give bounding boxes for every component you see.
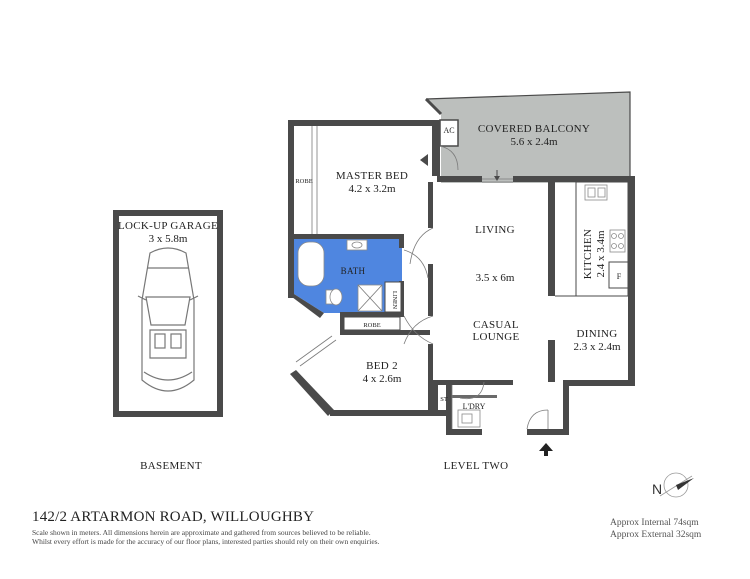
- master-robe: [311, 126, 318, 234]
- living-name: LIVING: [475, 224, 515, 236]
- bed2-size: 4 x 2.6m: [363, 373, 402, 385]
- car-icon: [137, 247, 199, 392]
- balcony-name: COVERED BALCONY: [478, 123, 590, 135]
- property-address: 142/2 ARTARMON ROAD, WILLOUGHBY: [32, 509, 315, 525]
- master-bed-size: 4.2 x 3.2m: [348, 183, 396, 195]
- master-bed-name: MASTER BED: [336, 170, 408, 182]
- casual-lounge-line1: CASUAL: [473, 319, 519, 331]
- outer-walls: [288, 120, 635, 435]
- bed2-robe-label: ROBE: [363, 322, 380, 329]
- balcony-door: [482, 170, 513, 183]
- external-area: Approx External 32sqm: [610, 530, 702, 540]
- bath-label: BATH: [341, 266, 366, 276]
- master-robe-label: ROBE: [295, 178, 312, 185]
- garage-plan: LOCK-UP GARAGE 3 x 5.8m BASEMENT: [113, 210, 223, 472]
- laundry-label: L'DRY: [463, 402, 486, 411]
- balcony-walls: [424, 91, 631, 180]
- level-two-label: LEVEL TWO: [444, 460, 509, 472]
- storage-label: ST: [440, 396, 448, 403]
- north-compass-icon: N: [652, 472, 694, 498]
- living-size: 3.5 x 6m: [476, 272, 515, 284]
- internal-area: Approx Internal 74sqm: [610, 518, 699, 528]
- door-swings: [403, 227, 434, 345]
- entry-arrow-icon: [539, 443, 553, 456]
- linen-label: LINEN: [391, 291, 397, 310]
- disclaimer-line2: Whilst every effort is made for the accu…: [32, 537, 380, 546]
- bed2-fixtures: [295, 315, 434, 367]
- garage-name: LOCK-UP GARAGE: [118, 220, 218, 232]
- balcony-area: [426, 92, 630, 183]
- kitchen-name: KITCHEN: [582, 229, 594, 279]
- bed2-name: BED 2: [366, 360, 398, 372]
- bath-fixtures: [297, 239, 429, 313]
- master-door: [420, 154, 428, 166]
- ac-label: AC: [443, 126, 454, 135]
- kitchen-fixtures: [555, 181, 629, 297]
- svg-text:N: N: [652, 481, 662, 497]
- basement-label: BASEMENT: [140, 460, 202, 472]
- level-two-plan: AC COVERED BALCONY 5.6 x 2.4m MASTER BED…: [288, 91, 635, 472]
- laundry-fixtures: [451, 381, 549, 430]
- balcony-size: 5.6 x 2.4m: [510, 136, 558, 148]
- disclaimer-line1: Scale shown in meters. All dimensions he…: [32, 528, 371, 537]
- dining-name: DINING: [577, 328, 618, 340]
- dining-size: 2.3 x 2.4m: [573, 341, 621, 353]
- fridge-label: F: [617, 272, 622, 281]
- garage-size: 3 x 5.8m: [149, 233, 188, 245]
- kitchen-size: 2.4 x 3.4m: [595, 230, 607, 278]
- casual-lounge-line2: LOUNGE: [472, 331, 519, 343]
